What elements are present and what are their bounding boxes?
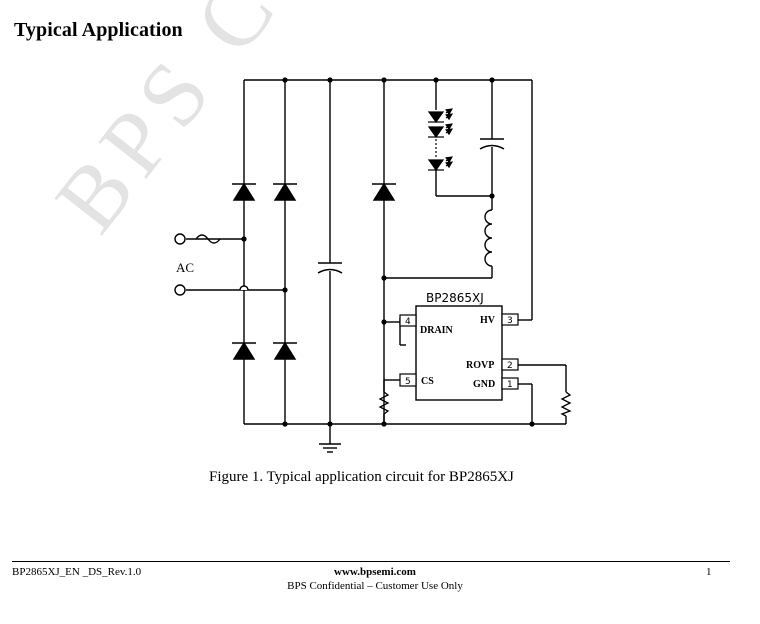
output-capacitor bbox=[479, 138, 505, 150]
pin-1-number: 1 bbox=[507, 380, 513, 390]
footer-website[interactable]: www.bpsemi.com bbox=[334, 566, 416, 578]
ac-label: AC bbox=[176, 260, 194, 275]
page-number: 1 bbox=[706, 566, 712, 578]
bulk-capacitor bbox=[317, 262, 343, 274]
cs-resistor bbox=[378, 391, 390, 415]
ic-name: BP2865XJ bbox=[426, 291, 484, 305]
inductor bbox=[484, 209, 493, 267]
footer-center: www.bpsemi.com BPS Confidential – Custom… bbox=[260, 565, 490, 593]
footer-doc-id: BP2865XJ_EN _DS_Rev.1.0 bbox=[12, 566, 142, 578]
pin-drain-label: DRAIN bbox=[420, 325, 454, 336]
led-string bbox=[427, 108, 453, 172]
ic-package: BP2865XJ 4 3 5 2 1 DRAIN HV CS ROVP GND bbox=[399, 291, 519, 401]
ac-input-terminals bbox=[174, 233, 249, 296]
footer-divider bbox=[12, 561, 730, 562]
pin-cs-label: CS bbox=[421, 376, 434, 387]
pin-3-number: 3 bbox=[507, 316, 513, 326]
footer-confidential: BPS Confidential – Customer Use Only bbox=[287, 580, 463, 592]
section-title: Typical Application bbox=[14, 19, 183, 41]
pin-hv-label: HV bbox=[480, 315, 496, 326]
pin-2-number: 2 bbox=[507, 361, 513, 371]
bridge-rectifier bbox=[232, 182, 297, 360]
pin-5-number: 5 bbox=[405, 377, 411, 387]
freewheel-diode bbox=[372, 182, 396, 201]
figure-caption: Figure 1. Typical application circuit fo… bbox=[209, 469, 514, 485]
circuit-wires bbox=[186, 79, 567, 444]
junction-dots bbox=[241, 77, 535, 427]
pin-4-number: 4 bbox=[405, 317, 411, 327]
pin-gnd-label: GND bbox=[473, 379, 495, 390]
rovp-resistor bbox=[560, 391, 572, 417]
ground-symbol bbox=[319, 443, 341, 453]
pin-rovp-label: ROVP bbox=[466, 360, 494, 371]
